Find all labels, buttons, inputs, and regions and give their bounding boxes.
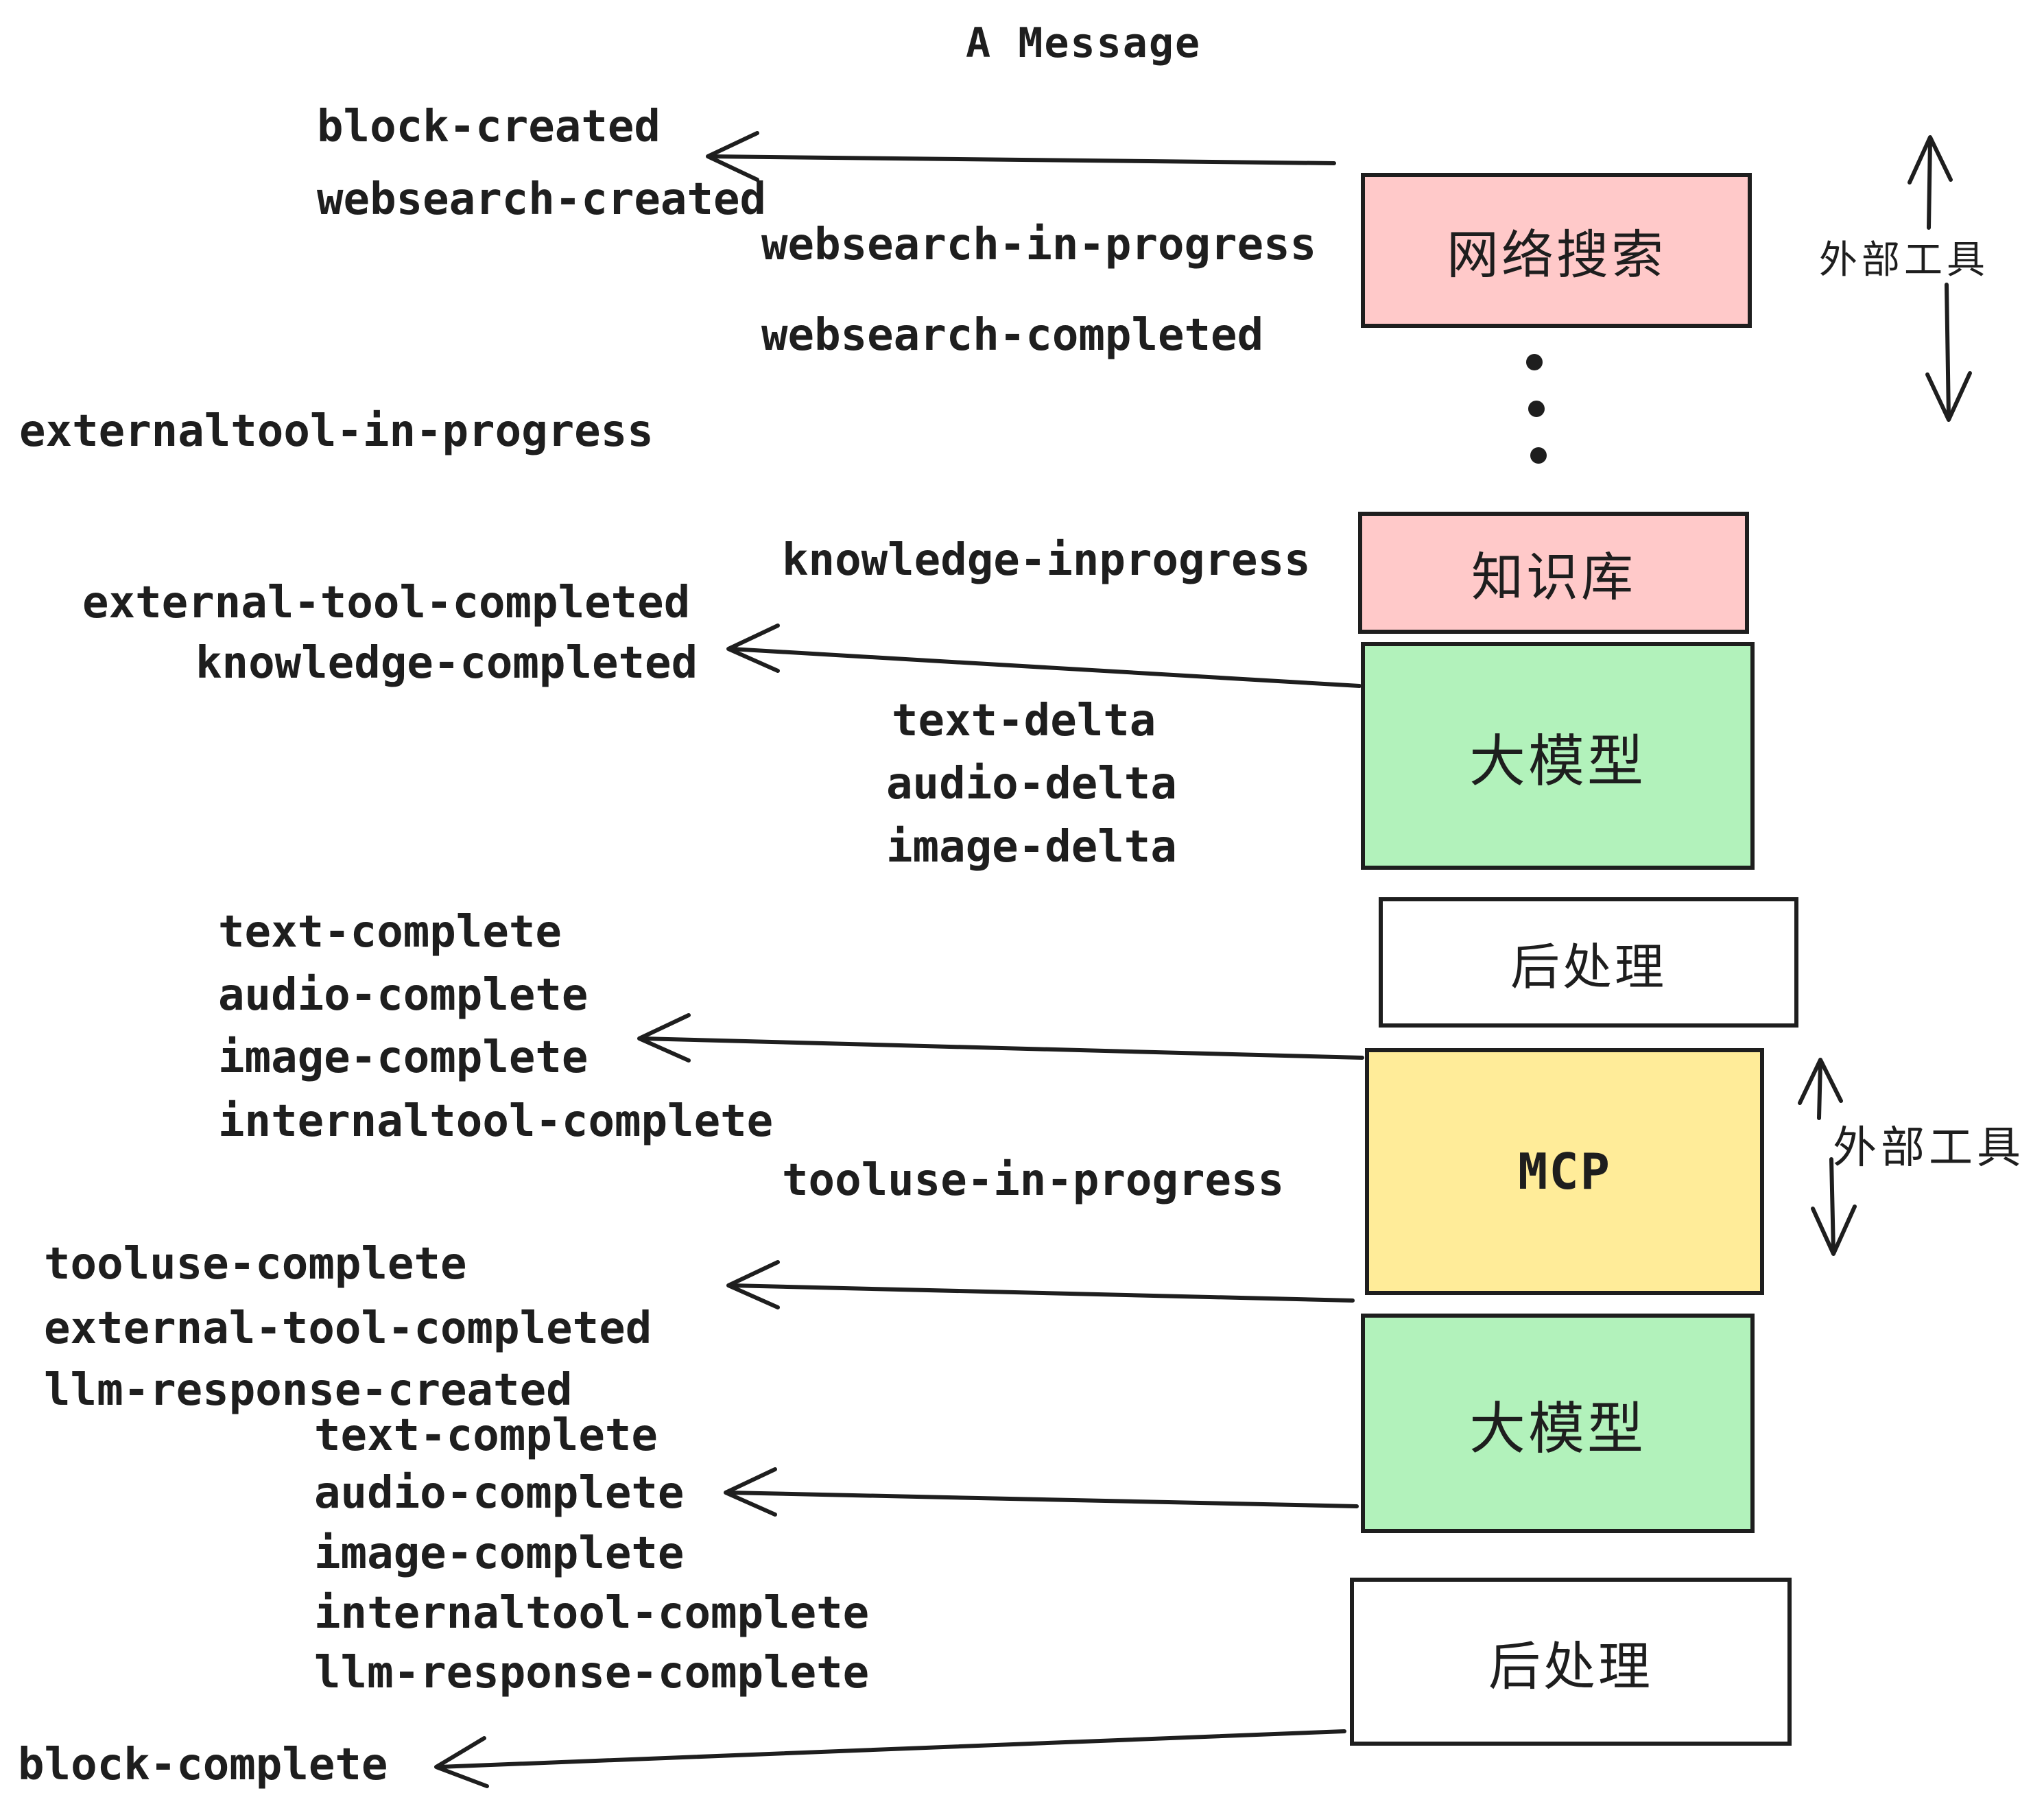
event-label-websearch-completed: websearch-completed [761, 310, 1264, 361]
arrow-left-block-complete-icon [434, 1729, 1346, 1788]
event-label-llm-response-complete: llm-response-complete [314, 1648, 870, 1698]
box-web-search: 网络搜索 [1361, 173, 1752, 328]
box-post-process-1: 后处理 [1379, 897, 1798, 1028]
event-label-block-complete: block-complete [18, 1740, 388, 1790]
arrow-left-audio-complete-icon [724, 1467, 1359, 1517]
box-llm-1-label: 大模型 [1469, 728, 1646, 794]
event-label-block-created: block-created [317, 102, 661, 152]
box-llm-2: 大模型 [1361, 1314, 1755, 1533]
arrow-up-external-tools-2-icon [1798, 1058, 1843, 1120]
event-label-image-complete-1: image-complete [218, 1032, 589, 1083]
event-label-text-delta-1: text-delta [892, 696, 1156, 746]
event-label-externaltool-in-progress: externaltool-in-progress [19, 406, 654, 457]
event-label-text-complete-1: text-complete [218, 907, 562, 958]
box-web-search-label: 网络搜索 [1447, 224, 1666, 285]
arrow-left-websearch-created-icon [706, 131, 1336, 182]
arrow-left-tooluse-complete-icon [726, 1260, 1355, 1309]
side-label-external-tools-2: 外部工具 [1833, 1123, 2025, 1174]
event-label-image-delta-1: image-delta [886, 822, 1177, 873]
event-label-text-complete-2: text-complete [314, 1410, 658, 1461]
event-label-knowledge-inprogress: knowledge-inprogress [782, 535, 1311, 586]
box-post-process-1-label: 后处理 [1510, 938, 1667, 996]
vertical-ellipsis-icon [1526, 354, 1547, 464]
event-label-tooluse-in-progress: tooluse-in-progress [782, 1155, 1285, 1206]
event-label-audio-complete-2: audio-complete [314, 1468, 685, 1519]
event-label-external-tool-completed-1: external-tool-completed [82, 578, 691, 628]
box-mcp: MCP [1365, 1048, 1764, 1295]
event-label-image-complete-2: image-complete [314, 1528, 685, 1579]
box-knowledge-base: 知识库 [1358, 512, 1749, 634]
event-label-external-tool-completed-2: external-tool-completed [44, 1303, 652, 1354]
arrow-up-external-tools-1-icon [1908, 135, 1953, 230]
event-label-internaltool-complete-1: internaltool-complete [218, 1096, 774, 1147]
event-label-audio-complete-1: audio-complete [218, 970, 589, 1021]
box-llm-2-label: 大模型 [1469, 1396, 1646, 1462]
box-post-process-2-label: 后处理 [1488, 1635, 1653, 1697]
event-label-internaltool-complete-2: internaltool-complete [314, 1588, 870, 1639]
box-llm-1: 大模型 [1361, 642, 1755, 870]
arrow-left-knowledge-completed-icon [726, 624, 1362, 688]
event-label-websearch-in-progress: websearch-in-progress [761, 219, 1317, 270]
event-label-knowledge-completed: knowledge-completed [195, 638, 698, 689]
event-label-audio-delta-1: audio-delta [886, 759, 1177, 809]
diagram-title: A Message [966, 19, 1202, 67]
event-label-llm-response-created: llm-response-created [44, 1365, 573, 1416]
box-mcp-label: MCP [1517, 1143, 1612, 1200]
event-label-websearch-created: websearch-created [317, 174, 767, 225]
arrow-left-image-complete-icon [637, 1013, 1364, 1063]
side-label-external-tools-1: 外部工具 [1819, 238, 1989, 283]
event-label-tooluse-complete: tooluse-complete [44, 1239, 467, 1290]
box-knowledge-base-label: 知识库 [1471, 547, 1636, 608]
box-post-process-2: 后处理 [1350, 1578, 1792, 1746]
arrow-down-external-tools-1-icon [1925, 283, 1972, 422]
